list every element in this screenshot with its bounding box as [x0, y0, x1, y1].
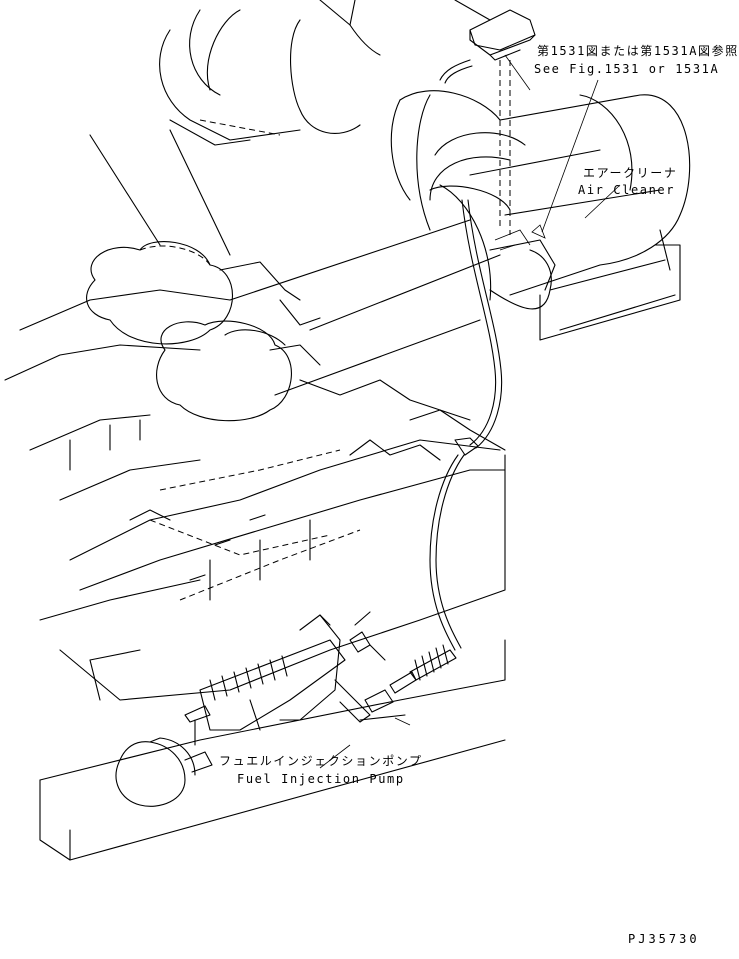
restriction-sensor: [416, 9, 536, 231]
fuel-pump-label-japanese: フュエルインジェクションポンプ: [219, 754, 423, 768]
air-cleaner-label-japanese: エアークリーナ: [583, 166, 678, 180]
air-cleaner-label-english: Air Cleaner: [578, 183, 676, 197]
fuel-pump-label-english: Fuel Injection Pump: [237, 772, 405, 786]
drawing-number: PJ35730: [628, 932, 700, 946]
vacuum-hose: [389, 199, 503, 694]
engine-block: [4, 289, 506, 701]
intake-pipe: [229, 184, 511, 396]
reference-note-japanese: 第1531図または第1531A図参照: [537, 44, 739, 58]
air-cleaner: [390, 60, 691, 341]
leader-lines: [319, 54, 621, 769]
upper-pipes: [89, 0, 491, 256]
parts-diagram: [4, 0, 691, 861]
fuel-injection-pump: [39, 611, 506, 861]
reference-note-english: See Fig.1531 or 1531A: [534, 62, 720, 76]
intake-manifold: [86, 241, 321, 422]
